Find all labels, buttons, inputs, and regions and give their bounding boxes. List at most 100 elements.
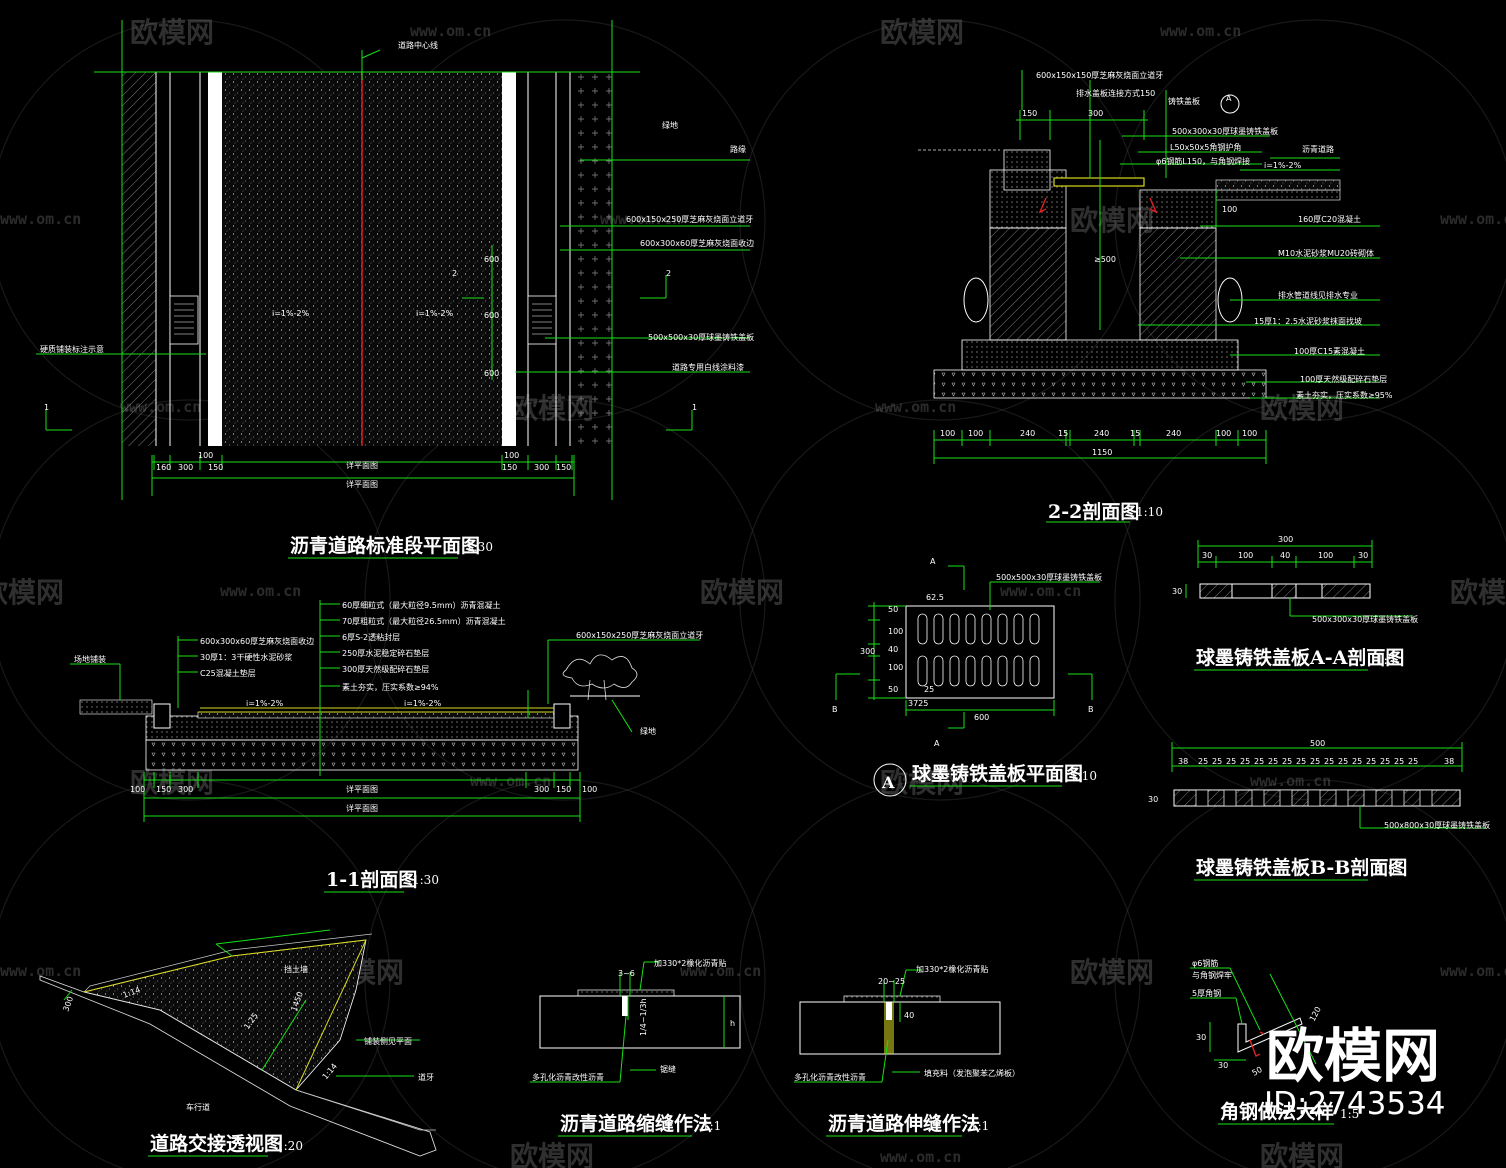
persp-road-label: 车行道	[186, 1102, 210, 1112]
plan-dim: 300	[534, 463, 549, 472]
persp-dim: 300	[61, 995, 75, 1012]
shrink-dim-d: 1/4~1/3h	[639, 998, 648, 1036]
secBB-dim: 25	[1282, 757, 1292, 766]
persp-wall-label: 挡土墙	[284, 964, 308, 974]
sec22-dim: 15	[1058, 429, 1068, 438]
persp-slope: 1:14	[321, 1062, 339, 1082]
secBB-total: 500	[1310, 739, 1325, 748]
shrink-bot-label: 多孔化沥青改性沥青	[532, 1072, 604, 1082]
shrink-title: 沥青道路缩缝作法	[560, 1112, 712, 1135]
wm-url: www.om.cn	[1000, 582, 1081, 600]
secAA-h: 30	[1172, 587, 1182, 596]
secAA-dim: 40	[1280, 551, 1290, 560]
drain-grate	[169, 295, 199, 345]
angle-dim: 30	[1196, 1033, 1206, 1042]
plan-total-dim: 详平面图	[346, 460, 378, 470]
wm-brand: 欧模网	[510, 1140, 594, 1168]
plan-dim: 300	[178, 463, 193, 472]
secAA-dim: 30	[1202, 551, 1212, 560]
grate-slots	[917, 613, 1040, 687]
section-A-A: 300 30 100 40 100 30 30 500x300x30厚球墨铸铁盖…	[1172, 535, 1418, 671]
wm-url: www.om.cn	[220, 582, 301, 600]
sec11-left-label: C25混凝土垫层	[200, 668, 256, 678]
shrub-symbol	[562, 654, 638, 701]
wm-url: www.om.cn	[470, 772, 551, 790]
cover-top-dim: 62.5	[926, 593, 944, 602]
sec22-dim: 240	[1094, 429, 1109, 438]
wm-brand: 欧模网	[880, 16, 964, 49]
secBB-dim: 25	[1408, 757, 1418, 766]
sec11-right-label: 600x150x250厚芝麻灰烧面立道牙	[576, 630, 703, 640]
sec22-total: 1150	[1092, 448, 1112, 457]
secAA-dim: 100	[1238, 551, 1253, 560]
wm-url: www.om.cn	[0, 210, 81, 228]
cover-vdim: 50	[888, 605, 898, 614]
sec11-dim: 100	[130, 785, 145, 794]
sec22-h2: ≥500	[1094, 255, 1116, 264]
plan-grate-label: 500x500x30厚球墨铸铁盖板	[648, 332, 754, 342]
plan-dim-600: 600	[484, 311, 499, 320]
plan-curb2-label: 600x300x60厚芝麻灰烧面收边	[640, 238, 754, 248]
sec11-title: 1-1剖面图	[326, 868, 417, 891]
brand-logo-text: 欧模网	[1266, 1022, 1440, 1090]
expand-bot-label: 多孔化沥青改性沥青	[794, 1072, 866, 1082]
section-2-2: A 600x150x150厚芝麻灰烧面立道牙 排水盖板连接方式150 铸铁盖板 …	[918, 70, 1393, 523]
cover-label: 500x500x30厚球墨铸铁盖板	[996, 572, 1102, 582]
sec22-dim: 100	[940, 429, 955, 438]
plan-curb1-label: 600x150x250厚芝麻灰烧面立道牙	[626, 214, 753, 224]
sec11-mid-label: 6厚S-2透粘封层	[342, 632, 400, 642]
shrinkage-joint-detail: 加330*2橡化沥青贴 多孔化沥青改性沥青 锯缝 3~6 1/4~1/3h h …	[530, 958, 741, 1137]
road-junction-perspective: 挡土墙 铺装侧见平面 道牙 车行道 1:14 1:25 1:14 1450 30…	[39, 929, 437, 1157]
plan-dim: 100	[504, 451, 519, 460]
secBB-dim: 25	[1198, 757, 1208, 766]
wm-url: www.om.cn	[680, 962, 761, 980]
sec22-label: 160厚C20混凝土	[1298, 214, 1361, 224]
secAA-title: 球墨铸铁盖板A-A剖面图	[1196, 646, 1404, 669]
cover-vdim: 40	[888, 645, 898, 654]
sec22-dim: 100	[1242, 429, 1257, 438]
persp-cross-label: 铺装侧见平面	[364, 1036, 412, 1046]
cover-vtotal: 300	[860, 647, 875, 656]
cover-B-mark: B	[1088, 705, 1094, 714]
secBB-scale: 1:5	[1376, 863, 1395, 877]
secAA-total: 300	[1278, 535, 1293, 544]
sec22-label: 500x300x30厚球墨铸铁盖板	[1172, 126, 1278, 136]
cover-title: 球墨铸铁盖板平面图	[912, 762, 1083, 785]
angle-dim: 30	[1218, 1061, 1228, 1070]
sec11-mid-label: 300厚天然级配碎石垫层	[342, 664, 429, 674]
angle-steel-label: 5厚角钢	[1192, 988, 1221, 998]
sec22-label: φ6钢筋L150，与角钢焊接	[1156, 156, 1250, 166]
cover-vdim: 50	[888, 685, 898, 694]
sec22-detail-circle: A	[1226, 94, 1232, 103]
expansion-joint-detail: 加330*2橡化沥青贴 多孔化沥青改性沥青 填充料（发泡聚苯乙烯板） 20~25…	[794, 964, 1020, 1137]
wm-brand: 欧模网	[1450, 576, 1506, 609]
shrink-top-label: 加330*2橡化沥青贴	[654, 958, 726, 968]
cover-scale: 1:10	[1070, 769, 1097, 783]
secBB-dim: 38	[1178, 757, 1188, 766]
angle-weld-label: 与角钢焊牢	[1192, 970, 1232, 980]
sec22-label: 100厚天然级配碎石垫层	[1300, 374, 1387, 384]
sec11-green-label: 绿地	[640, 726, 656, 736]
brand-overlay: 欧模网 ID:2743534	[1264, 1022, 1446, 1122]
persp-title: 道路交接透视图	[150, 1132, 283, 1155]
secAA-dim: 30	[1358, 551, 1368, 560]
secBB-h: 30	[1148, 795, 1158, 804]
sec11-total: 详平面图	[346, 784, 378, 794]
wm-url: www.om.cn	[1160, 22, 1241, 40]
sec11-left-label: 600x300x60厚芝麻灰烧面收边	[200, 636, 314, 646]
plan-curb-label: 路缘	[730, 144, 746, 154]
sec22-dim: 240	[1166, 429, 1181, 438]
sec22-label: 素土夯实，压实系数≥95%	[1296, 390, 1393, 400]
shrink-seal-label: 锯缝	[660, 1064, 676, 1074]
plan-dim: 150	[208, 463, 223, 472]
wm-brand: 欧模网	[1260, 1140, 1344, 1168]
sec22-top-dim: 150	[1022, 109, 1037, 118]
sec22-dim: 240	[1020, 429, 1035, 438]
sec22-dim: 100	[968, 429, 983, 438]
wm-brand: 欧模网	[130, 766, 214, 799]
secBB-label: 500x800x30厚球墨铸铁盖板	[1384, 820, 1490, 830]
expand-scale: 1:1	[970, 1119, 989, 1133]
sec22-label: 沥青道路	[1302, 144, 1334, 154]
plan-total-dim: 详平面图	[346, 479, 378, 489]
